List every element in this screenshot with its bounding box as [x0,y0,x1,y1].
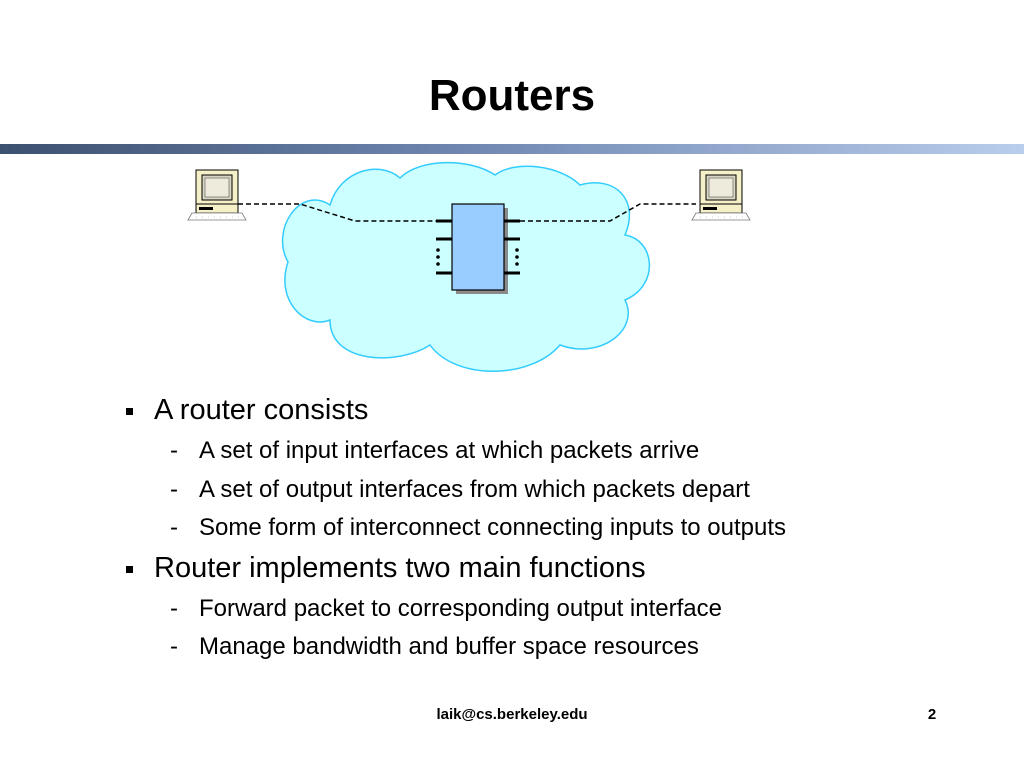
sub-bullet-text: A set of input interfaces at which packe… [199,437,700,464]
computer-icon [187,169,247,221]
bullet-text: A router consists [154,394,369,426]
router-icon [436,203,520,294]
router-diagram [187,161,751,372]
square-bullet-icon [126,566,133,573]
dash-marker: - [170,633,178,660]
title-divider [0,144,1024,154]
dash-marker: - [170,476,178,503]
link-left [238,203,440,222]
sub-bullet-text: Manage bandwidth and buffer space resour… [199,633,699,660]
bullet-text: Router implements two main functions [154,552,646,584]
computer-icon [691,169,751,221]
page-number: 2 [927,706,937,723]
footer-email: laik@cs.berkeley.edu [436,706,588,723]
sub-bullet-text: A set of output interfaces from which pa… [199,476,750,503]
square-bullet-icon [126,408,133,415]
dash-marker: - [170,437,178,464]
dash-marker: - [170,514,178,541]
slide-title: Routers [428,71,596,120]
link-right [520,203,696,222]
sub-bullet-text: Forward packet to corresponding output i… [199,595,722,622]
dash-marker: - [170,595,178,622]
sub-bullet-text: Some form of interconnect connecting inp… [199,514,787,541]
